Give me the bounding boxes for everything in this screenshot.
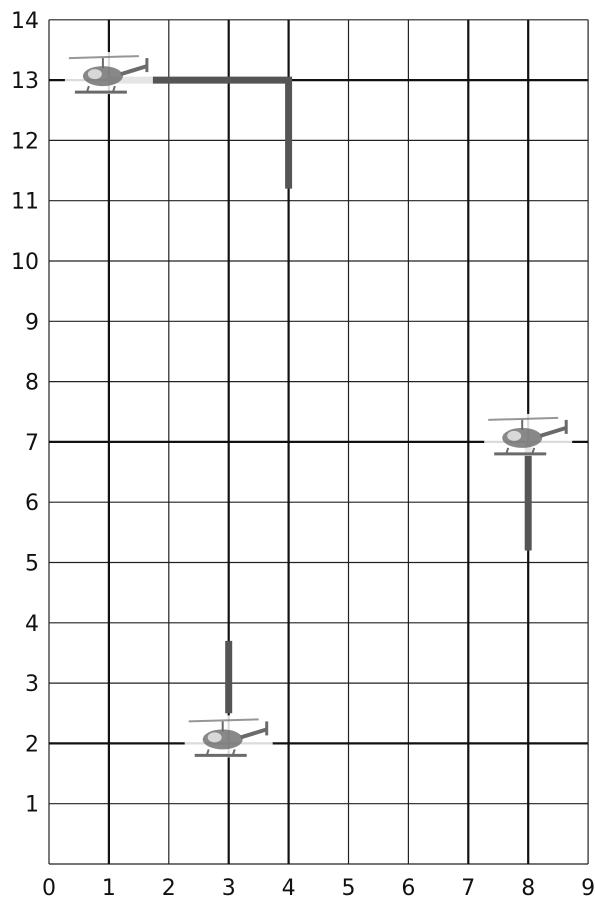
x-tick-label: 6 (401, 876, 415, 898)
y-tick-label: 9 (25, 310, 39, 335)
path-helicopter-1 (108, 76, 293, 189)
helicopter-2-icon (484, 413, 573, 456)
x-tick-label: 7 (461, 876, 475, 898)
y-tick-label: 1 (25, 793, 39, 818)
y-tick-label: 2 (25, 732, 39, 757)
flight-paths (108, 76, 532, 714)
y-tick-label: 7 (25, 431, 39, 456)
y-tick-label: 10 (11, 250, 39, 275)
y-tick-label: 11 (11, 190, 39, 215)
x-axis-tick-labels: 0 1 2 3 4 5 6 7 8 9 (42, 876, 595, 898)
helicopters (64, 52, 573, 758)
x-tick-label: 5 (342, 876, 356, 898)
y-tick-label: 8 (25, 371, 39, 396)
x-tick-label: 4 (282, 876, 296, 898)
x-tick-label: 3 (222, 876, 236, 898)
y-tick-label: 4 (25, 612, 39, 637)
x-tick-label: 0 (42, 876, 56, 898)
y-tick-label: 13 (11, 69, 39, 94)
y-tick-label: 3 (25, 672, 39, 697)
y-tick-label: 14 (11, 9, 39, 34)
y-tick-label: 6 (25, 491, 39, 516)
y-tick-label: 5 (25, 552, 39, 577)
helicopter-3-icon (184, 715, 273, 758)
helicopter-1-icon (64, 52, 153, 95)
x-tick-label: 8 (521, 876, 535, 898)
x-tick-label: 1 (102, 876, 116, 898)
x-tick-label: 9 (581, 876, 595, 898)
y-tick-label: 12 (11, 129, 39, 154)
x-tick-label: 2 (162, 876, 176, 898)
